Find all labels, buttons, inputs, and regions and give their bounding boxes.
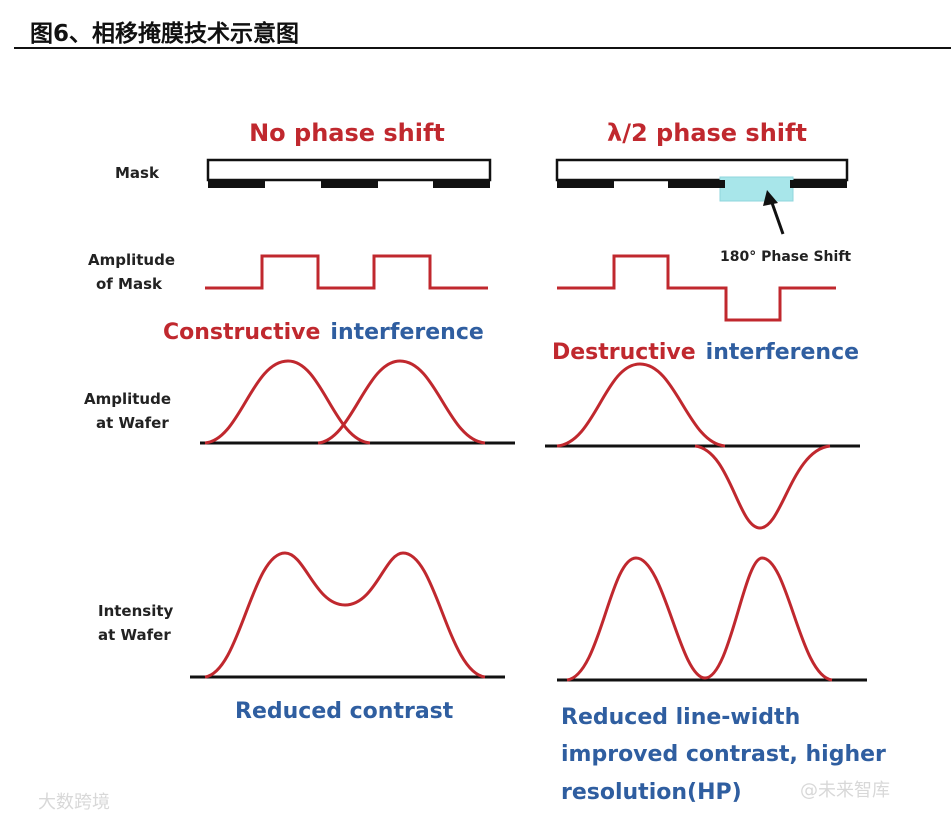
left-chrome-1 — [208, 180, 265, 188]
left-mask — [206, 158, 492, 188]
header-divider — [14, 47, 951, 49]
row-label-amp-wafer-2: at Wafer — [96, 414, 169, 432]
right-intensity-curve — [566, 556, 833, 682]
right-chrome-1 — [557, 180, 614, 188]
right-caption-line-3: resolution(HP) — [561, 780, 742, 805]
left-chrome-2 — [321, 180, 378, 188]
right-chrome-3 — [790, 180, 847, 188]
right-caption-line-2: improved contrast, higher — [561, 742, 886, 767]
figure-header: 图6、相移掩膜技术示意图 — [14, 8, 934, 47]
left-amp-wafer-peak-1 — [204, 359, 371, 445]
row-label-amp-mask-2: of Mask — [96, 275, 163, 293]
left-intensity-curve — [204, 551, 486, 679]
left-chrome-3 — [433, 180, 490, 188]
row-label-amp-mask-1: Amplitude — [88, 251, 175, 269]
left-mask-amplitude — [205, 254, 488, 290]
watermark-left: 大数跨境 — [38, 792, 110, 813]
right-panel-title: λ/2 phase shift — [607, 119, 807, 147]
right-amp-wafer-positive — [556, 362, 726, 448]
phase-shift-arrow — [763, 190, 785, 235]
right-mask-plate — [555, 158, 849, 182]
row-label-mask: Mask — [115, 164, 160, 182]
left-caption: Reduced contrast — [235, 699, 454, 724]
phase-shift-annotation: 180° Phase Shift — [720, 249, 851, 265]
row-label-int-wafer-2: at Wafer — [98, 626, 171, 644]
right-mask — [555, 158, 849, 202]
row-label-amp-wafer-1: Amplitude — [84, 390, 171, 408]
watermark-right: @未来智库 — [800, 780, 890, 801]
left-mask-plate — [206, 158, 492, 182]
row-label-int-wafer-1: Intensity — [98, 602, 174, 620]
right-amp-wafer-negative — [694, 444, 831, 530]
right-chrome-2 — [668, 180, 725, 188]
right-caption-line-1: Reduced line-width — [561, 705, 800, 730]
phase-shifter — [719, 176, 794, 202]
figure-title: 图6、相移掩膜技术示意图 — [30, 21, 300, 47]
left-amp-wafer-peak-2 — [317, 359, 486, 445]
right-mask-amplitude — [557, 254, 836, 322]
left-panel-title: No phase shift — [249, 119, 445, 147]
